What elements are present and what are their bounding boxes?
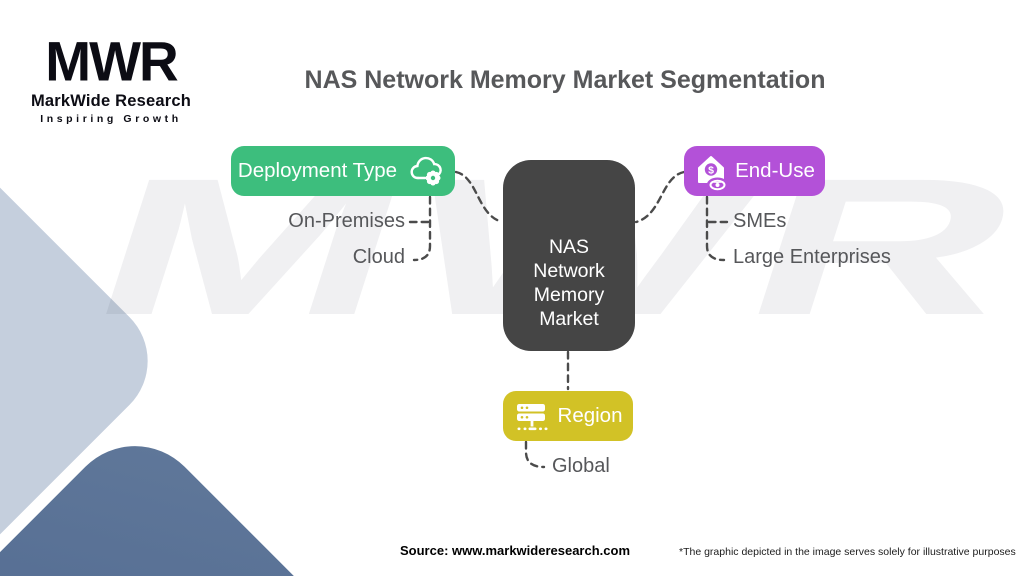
child-label-cloud: Cloud [352,246,405,268]
brand-tagline: Inspiring Growth [40,113,182,125]
connector-region-children [524,440,546,469]
node-end-use: $ End-Use [684,146,825,196]
node-region: Region [503,391,633,441]
child-label-smes: SMEs [733,210,787,232]
gear-glyph [425,170,441,186]
disclaimer-text: *The graphic depicted in the image serve… [679,546,1016,558]
node-deployment-type-label: Deployment Type [237,159,398,182]
child-label-large-enterprises: Large Enterprises [733,246,891,268]
center-line-2: Network [533,260,605,282]
node-region-label: Region [557,404,623,427]
node-end-use-label: End-Use [735,159,815,182]
brand-logo: MWR MarkWide Research Inspiring Growth [25,29,197,125]
center-line-1: NAS [548,236,590,258]
center-line-3: Memory [533,284,605,306]
center-line-4: Market [539,308,599,330]
node-deployment-type: Deployment Type [231,146,455,196]
server-rack-icon [516,404,548,431]
dollar-glyph: $ [708,164,714,176]
source-text: Source: www.markwideresearch.com [400,543,631,558]
brand-name: MarkWide Research [30,92,192,110]
eye-glyph [709,179,726,191]
brand-acronym: MWR [45,29,178,93]
child-label-on-premises: On-Premises [288,210,405,232]
house-dollar-eye-icon: $ [698,156,729,191]
page-title: NAS Network Memory Market Segmentation [304,66,826,94]
child-label-global: Global [552,455,610,477]
node-center-market: NAS Network Memory Market [503,160,635,351]
cloud-gear-icon [410,156,442,186]
